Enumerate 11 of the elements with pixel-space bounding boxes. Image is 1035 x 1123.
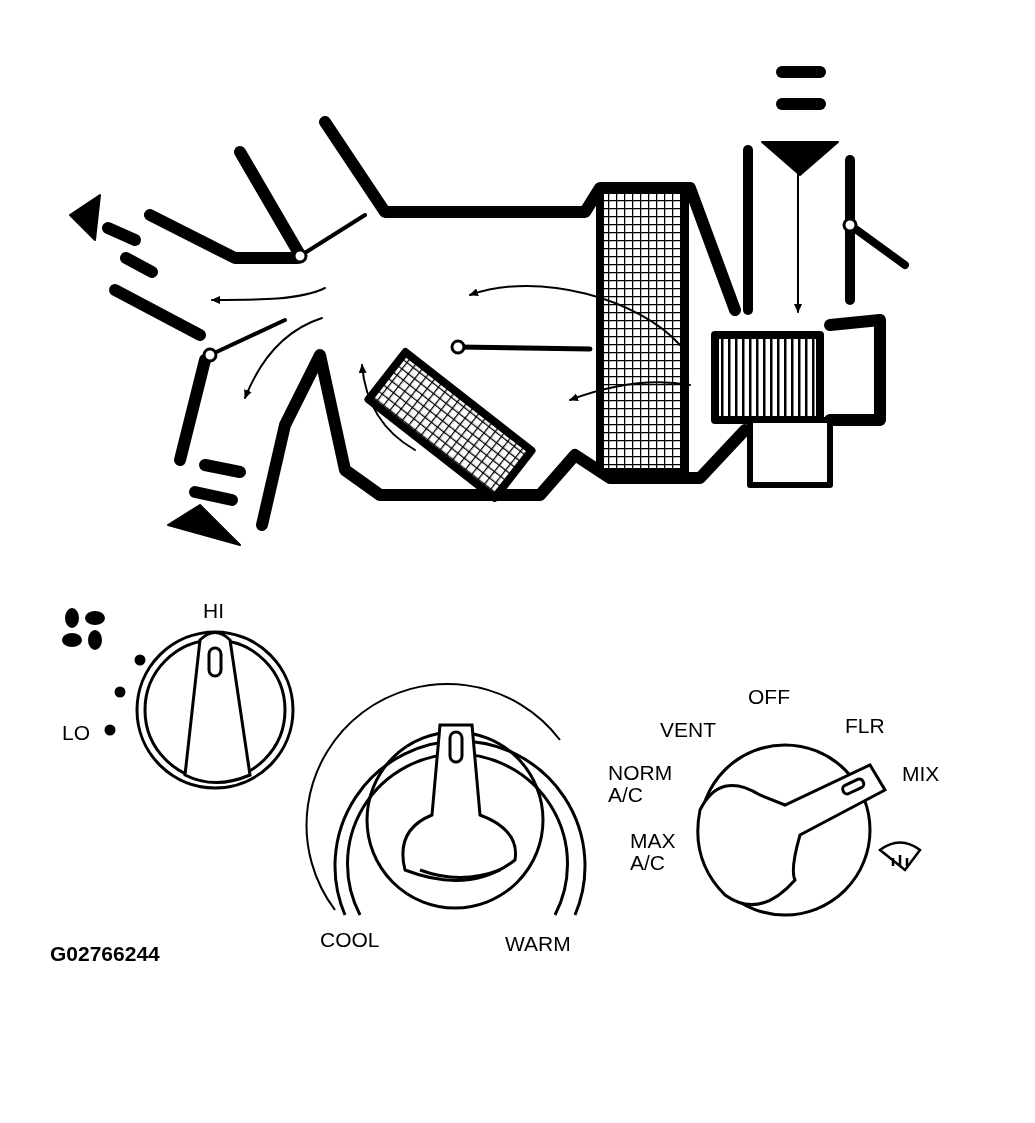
mode-label: MAX A/C (630, 830, 677, 874)
temperature-label: COOL (320, 929, 380, 951)
figure-code: G02766244 (50, 943, 160, 965)
mode-label: OFF (748, 686, 790, 708)
mode-label: NORM A/C (608, 762, 674, 806)
speed-label: LO (62, 722, 90, 744)
temperature-label: WARM (505, 933, 571, 955)
mode-label: MIX (902, 763, 940, 785)
mode-label: FLR (845, 715, 885, 737)
speed-label: HI (203, 600, 224, 622)
mode-label: VENT (660, 719, 716, 741)
